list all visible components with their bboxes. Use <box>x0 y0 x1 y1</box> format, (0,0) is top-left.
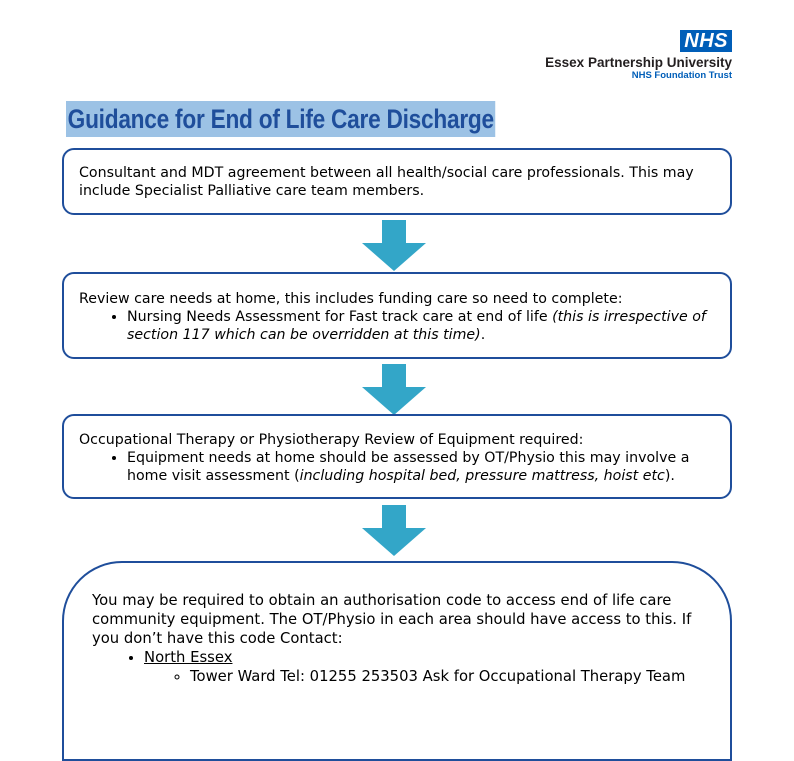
step-2-intro: Review care needs at home, this includes… <box>79 291 623 307</box>
step-3-box: Occupational Therapy or Physiotherapy Re… <box>62 414 732 499</box>
step-4-box: You may be required to obtain an authori… <box>62 561 732 761</box>
step-4-text: You may be required to obtain an authori… <box>92 592 692 647</box>
step-2-box: Review care needs at home, this includes… <box>62 272 732 359</box>
step-1-text: Consultant and MDT agreement between all… <box>79 165 694 199</box>
step-1-box: Consultant and MDT agreement between all… <box>62 148 732 215</box>
step-3-intro: Occupational Therapy or Physiotherapy Re… <box>79 432 584 448</box>
region-link: North Essex <box>144 649 233 666</box>
list-item: Equipment needs at home should be assess… <box>127 449 715 485</box>
step-3-list: Equipment needs at home should be assess… <box>79 449 715 485</box>
list-item: Nursing Needs Assessment for Fast track … <box>127 308 715 344</box>
nhs-badge: NHS <box>680 30 732 52</box>
step-2-list: Nursing Needs Assessment for Fast track … <box>79 308 715 344</box>
nhs-logo: NHS Essex Partnership University NHS Fou… <box>545 30 732 81</box>
down-arrow-icon <box>362 505 426 557</box>
page-title: Guidance for End of Life Care Discharge <box>66 101 496 137</box>
region-list: North Essex Tower Ward Tel: 01255 253503… <box>92 648 702 686</box>
organisation-name: Essex Partnership University <box>545 55 732 70</box>
organisation-subtitle: NHS Foundation Trust <box>631 70 732 81</box>
down-arrow-icon <box>362 364 426 416</box>
list-item: North Essex Tower Ward Tel: 01255 253503… <box>144 648 702 686</box>
down-arrow-icon <box>362 220 426 272</box>
contact-list: Tower Ward Tel: 01255 253503 Ask for Occ… <box>144 667 702 686</box>
contact-item: Tower Ward Tel: 01255 253503 Ask for Occ… <box>190 667 702 686</box>
